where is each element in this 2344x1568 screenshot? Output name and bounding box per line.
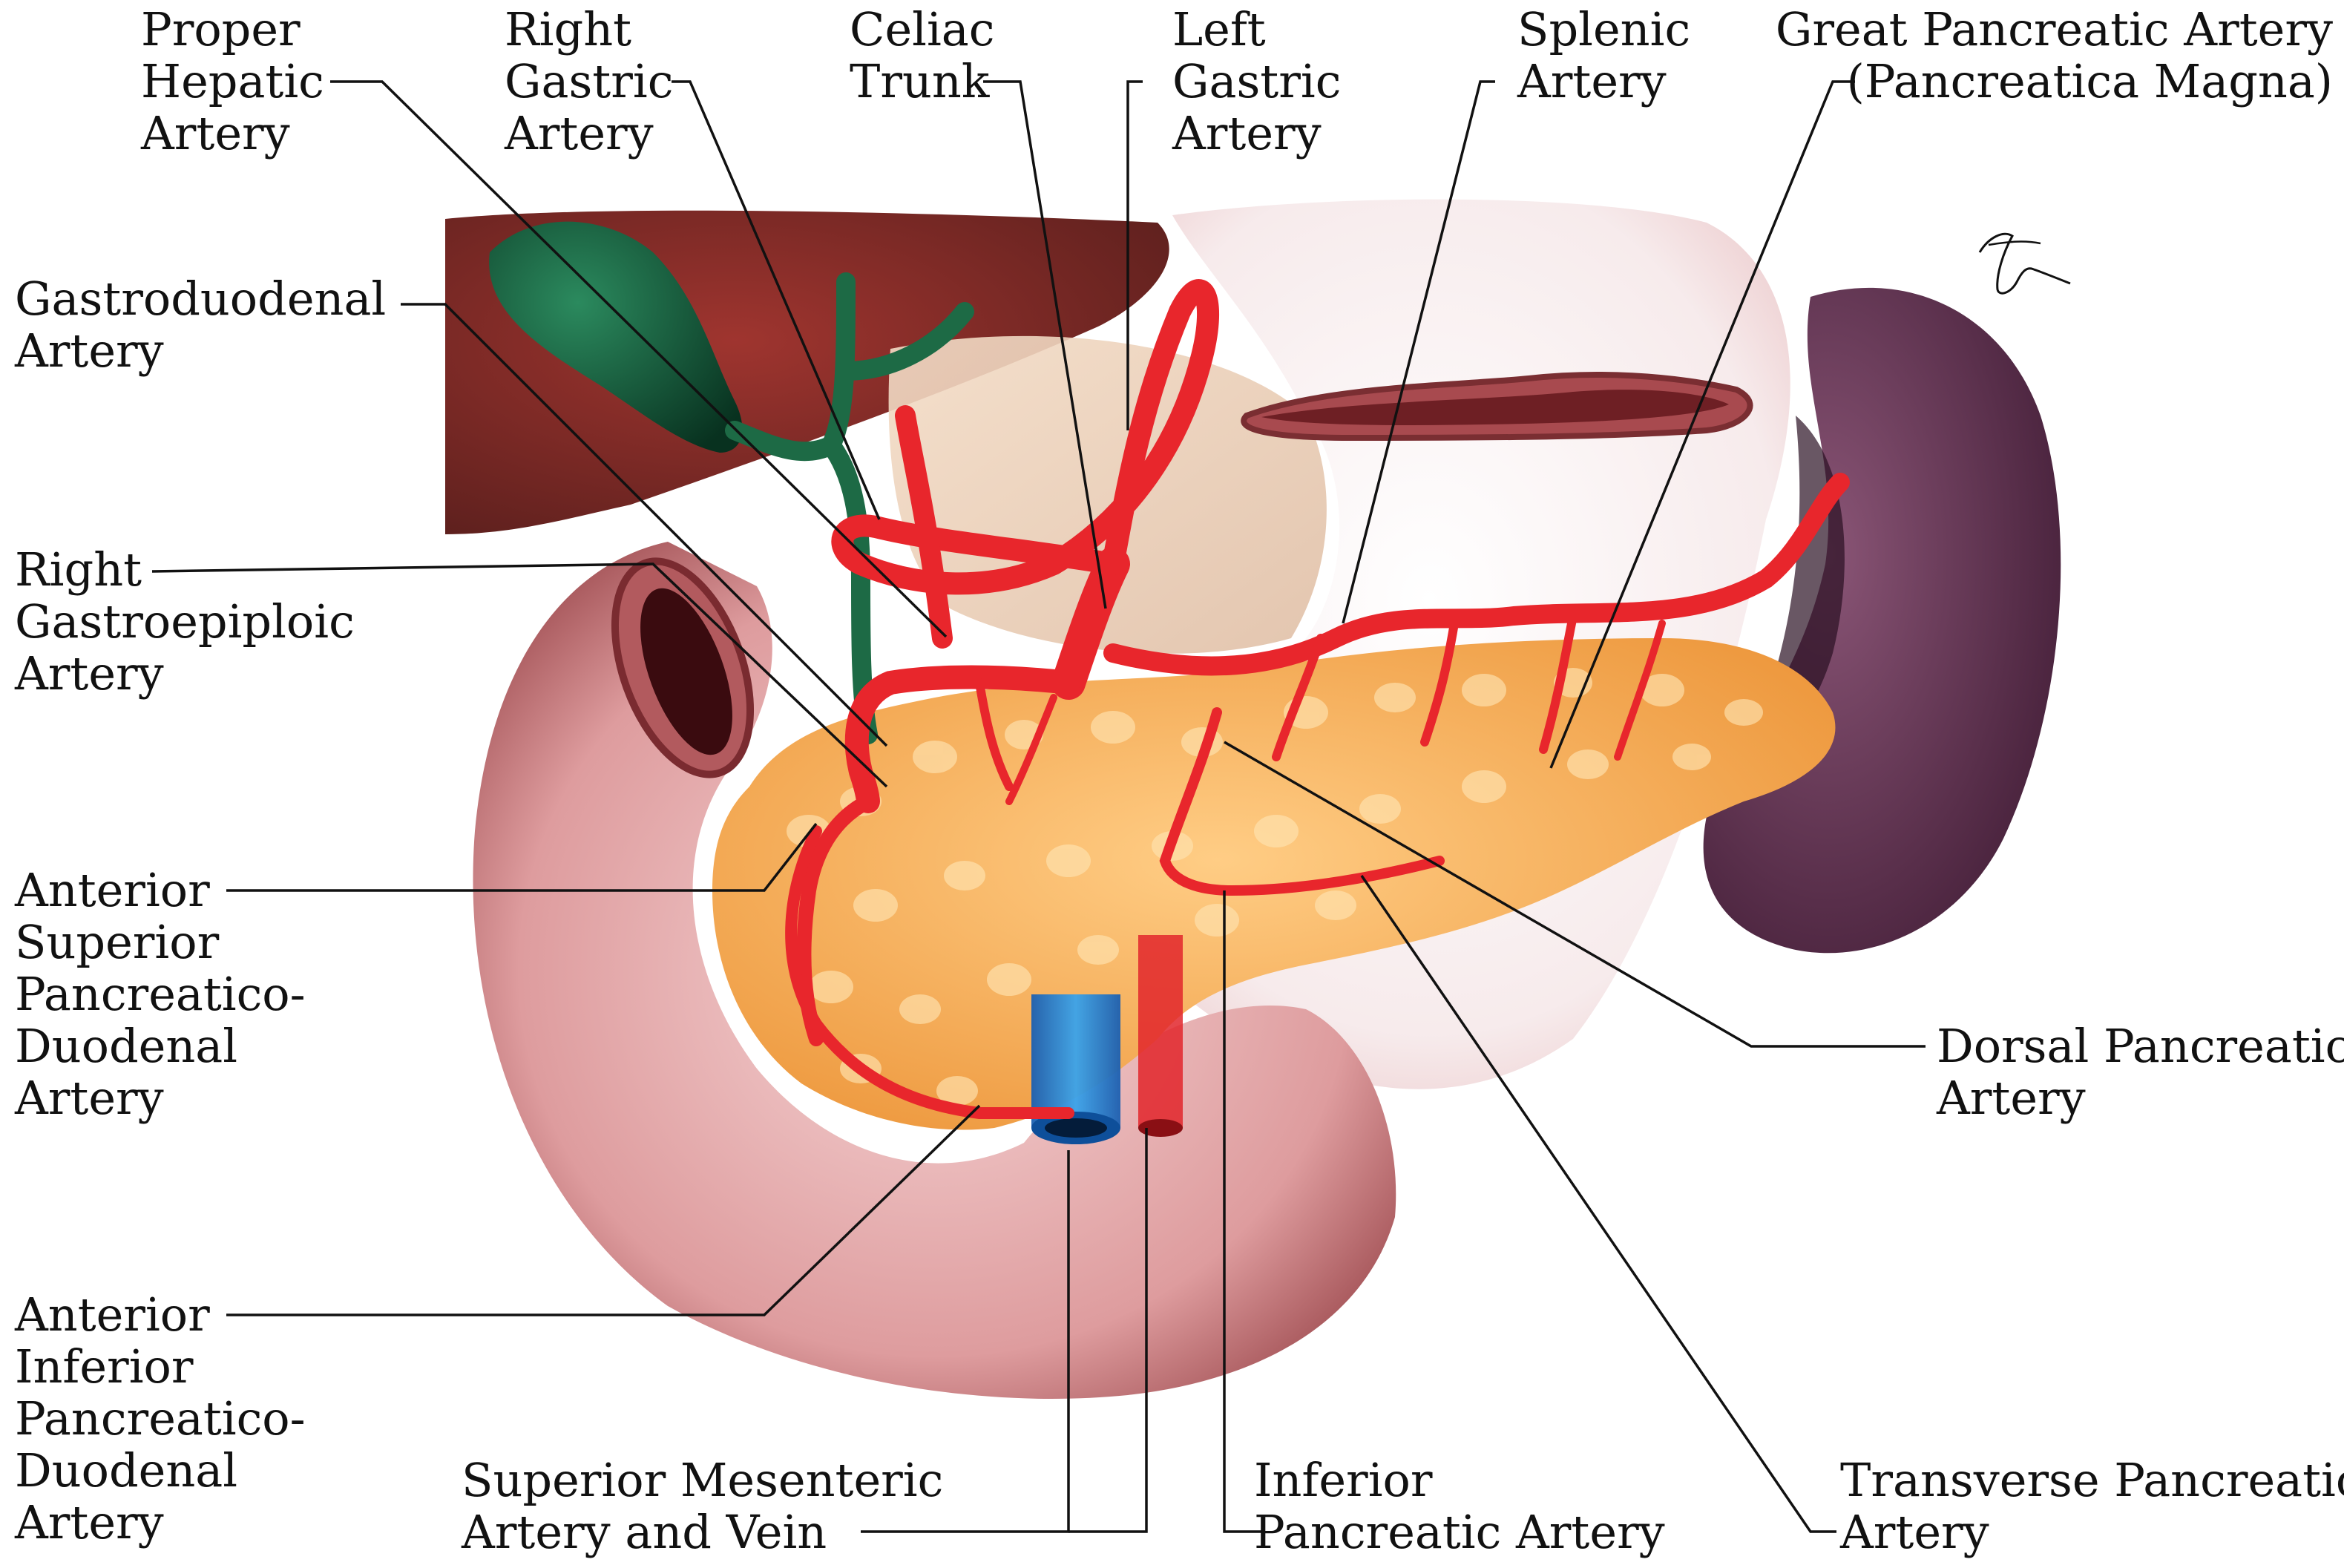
label-left-gastric-artery: Left Gastric Artery [1172, 4, 1341, 160]
label-line: Artery [15, 646, 164, 701]
label-line: Gastroepiploic [15, 594, 355, 649]
label-line: Artery [141, 106, 290, 160]
label-line: Duodenal [15, 1443, 238, 1498]
spleen [1703, 287, 2061, 954]
label-line: Pancreatico- [15, 967, 306, 1021]
label-line: Great Pancreatic Artery [1775, 2, 2333, 56]
label-line: Trunk [850, 54, 990, 108]
label-line: (Pancreatica Magna) [1846, 54, 2333, 108]
label-great-pancreatic-artery: Great Pancreatic Artery (Pancreatica Mag… [1776, 4, 2333, 108]
label-line: Artery [1840, 1505, 1989, 1559]
label-line: Superior [15, 915, 220, 969]
label-line: Inferior [15, 1339, 194, 1394]
label-right-gastric-artery: Right Gastric Artery [505, 4, 673, 160]
label-line: Artery [15, 1495, 164, 1549]
label-line: Artery [505, 106, 654, 160]
label-line: Dorsal Pancreatic [1937, 1019, 2344, 1073]
label-line: Gastroduodenal [15, 272, 387, 326]
label-line: Artery and Vein [462, 1505, 827, 1559]
label-line: Inferior [1254, 1453, 1433, 1507]
label-line: Proper [141, 2, 301, 56]
label-line: Left [1172, 2, 1266, 56]
label-anterior-inferior-pancreaticoduodenal-artery: Anterior Inferior Pancreatico- Duodenal … [15, 1289, 306, 1549]
label-line: Artery [15, 1071, 164, 1125]
label-line: Superior Mesenteric [462, 1453, 944, 1507]
label-line: Splenic [1517, 2, 1691, 56]
pancreatic-lobules [787, 668, 1763, 1106]
label-line: Pancreatic Artery [1254, 1505, 1665, 1559]
label-line: Right [505, 2, 632, 56]
label-line: Pancreatico- [15, 1391, 306, 1446]
label-anterior-superior-pancreaticoduodenal-artery: Anterior Superior Pancreatico- Duodenal … [15, 865, 306, 1124]
label-gastroduodenal-artery: Gastroduodenal Artery [15, 273, 386, 377]
label-line: Anterior [15, 1287, 210, 1342]
label-line: Artery [15, 324, 164, 378]
label-line: Duodenal [15, 1019, 238, 1073]
label-celiac-trunk: Celiac Trunk [850, 4, 994, 108]
label-splenic-artery: Splenic Artery [1517, 4, 1690, 108]
artist-signature [1978, 232, 2071, 295]
label-line: Artery [1172, 106, 1322, 160]
label-line: Gastric [505, 54, 674, 108]
label-right-gastroepiploic-artery: Right Gastroepiploic Artery [15, 544, 355, 700]
label-proper-hepatic-artery: Proper Hepatic Artery [141, 4, 324, 160]
leader-lines [151, 80, 1926, 1533]
label-line: Right [15, 542, 142, 597]
label-line: Anterior [15, 863, 210, 917]
label-transverse-pancreatic-artery: Transverse Pancreatic Artery [1840, 1454, 2344, 1558]
label-line: Celiac [850, 2, 995, 56]
arterial-tree [785, 279, 1850, 1119]
label-line: Gastric [1172, 54, 1342, 108]
label-superior-mesenteric-artery-and-vein: Superior Mesenteric Artery and Vein [462, 1454, 943, 1558]
superior-mesenteric-vein [1031, 994, 1120, 1128]
superior-mesenteric-artery [1138, 935, 1183, 1128]
label-inferior-pancreatic-artery: Inferior Pancreatic Artery [1254, 1454, 1665, 1558]
label-dorsal-pancreatic-artery: Dorsal Pancreatic Artery [1937, 1020, 2344, 1124]
gallbladder [489, 221, 743, 453]
label-line: Artery [1937, 1071, 2086, 1125]
label-line: Artery [1517, 54, 1667, 108]
label-line: Hepatic [141, 54, 324, 108]
label-line: Transverse Pancreatic [1840, 1453, 2344, 1507]
